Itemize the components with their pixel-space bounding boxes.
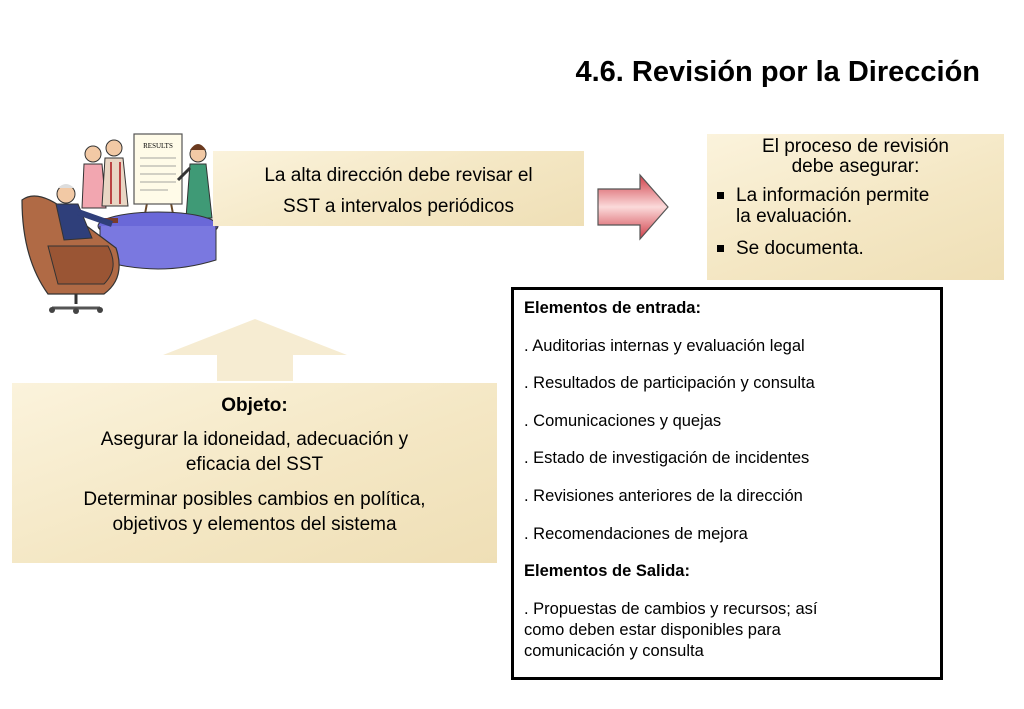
heading-line: debe asegurar:	[791, 156, 920, 177]
objective-paragraph: Determinar posibles cambios en política,…	[26, 487, 483, 537]
list-item-line: La información permite	[736, 185, 930, 206]
paragraph-line: objetivos y elementos del sistema	[112, 514, 397, 535]
elements-box: Elementos de entrada: . Auditorias inter…	[511, 287, 943, 680]
square-bullet-icon	[717, 192, 724, 199]
right-arrow-icon	[597, 173, 669, 241]
input-element-item: . Revisiones anteriores de la dirección	[524, 486, 803, 505]
paragraph-line: eficacia del SST	[185, 454, 324, 475]
meeting-clipart-icon: RESULTS	[21, 133, 219, 314]
up-arrow-icon	[163, 319, 347, 381]
banner-line: SST a intervalos periódicos	[283, 196, 514, 217]
slide-title: 4.6. Revisión por la Dirección	[575, 56, 980, 88]
output-element-item: . Propuestas de cambios y recursos; así …	[524, 599, 930, 662]
input-element-item: . Auditorias internas y evaluación legal	[524, 336, 805, 355]
objective-box: Objeto: Asegurar la idoneidad, adecuació…	[12, 383, 497, 563]
list-item-line: Se documenta.	[736, 238, 864, 259]
output-line: . Propuestas de cambios y recursos; así	[524, 599, 818, 618]
input-element-item: . Recomendaciones de mejora	[524, 524, 748, 543]
output-line: comunicación y consulta	[524, 641, 704, 660]
paragraph-line: Asegurar la idoneidad, adecuación y	[100, 429, 409, 450]
input-element-item: . Comunicaciones y quejas	[524, 411, 722, 430]
input-elements-heading: Elementos de entrada:	[524, 299, 701, 317]
heading-line: El proceso de revisión	[762, 136, 949, 157]
output-line: como deben estar disponibles para	[524, 620, 781, 639]
input-element-item: . Estado de investigación de incidentes	[524, 449, 810, 468]
paragraph-line: Determinar posibles cambios en política,	[83, 489, 426, 510]
review-process-heading: El proceso de revisión debe asegurar:	[715, 137, 996, 177]
list-item: Se documenta.	[717, 238, 996, 259]
output-elements-heading: Elementos de Salida:	[524, 562, 690, 581]
review-statement-banner: La alta dirección debe revisar el SST a …	[213, 151, 584, 226]
review-process-box: El proceso de revisión debe asegurar: La…	[707, 134, 1004, 280]
objective-label: Objeto:	[221, 395, 288, 416]
list-item: La información permite la evaluación.	[717, 185, 996, 227]
input-element-item: . Resultados de participación y consulta	[524, 374, 815, 393]
square-bullet-icon	[717, 245, 724, 252]
objective-paragraph: Asegurar la idoneidad, adecuación y efic…	[26, 427, 483, 477]
review-process-list: La información permite la evaluación. Se…	[707, 185, 1004, 259]
results-chart-label: RESULTS	[143, 142, 173, 150]
banner-line: La alta dirección debe revisar el	[264, 165, 533, 186]
list-item-line: la evaluación.	[736, 206, 853, 227]
